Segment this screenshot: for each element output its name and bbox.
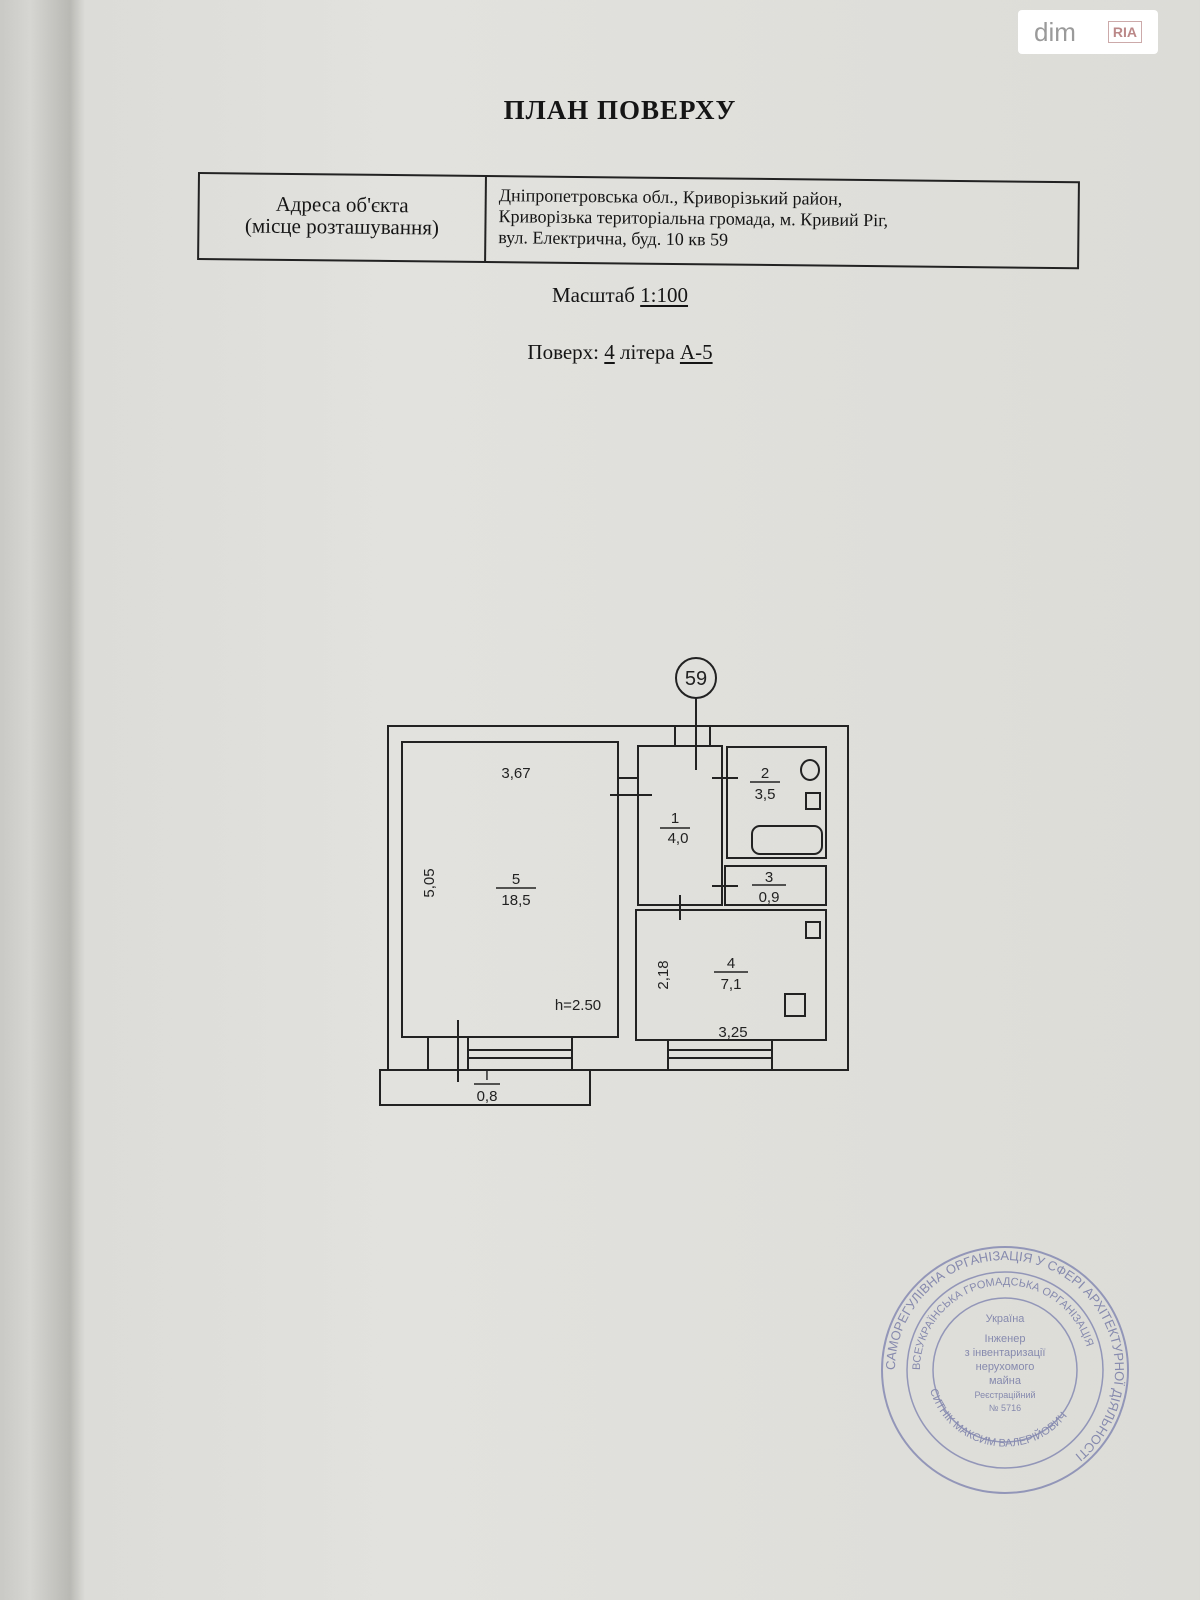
room-area: 7,1 bbox=[721, 976, 742, 993]
bathtub-icon bbox=[751, 825, 823, 855]
scale-line: Масштаб 1:100 bbox=[0, 283, 1200, 308]
room-area: 3,5 bbox=[755, 786, 776, 803]
scale-value: 1:100 bbox=[640, 283, 689, 307]
ceiling-height: h=2.50 bbox=[555, 997, 601, 1014]
dimension: 3,25 bbox=[718, 1024, 747, 1041]
dimension: 3,67 bbox=[501, 765, 530, 782]
outer-wall bbox=[387, 725, 849, 1071]
room-number: 2 bbox=[761, 765, 769, 782]
room-5 bbox=[401, 741, 619, 1038]
stamp-line: майна bbox=[989, 1375, 1022, 1387]
room-number: 4 bbox=[727, 955, 735, 972]
stamp-line: з інвентаризації bbox=[965, 1347, 1046, 1359]
page-title: ПЛАН ПОВЕРХУ bbox=[503, 95, 737, 125]
apartment-number: 59 bbox=[685, 668, 707, 690]
balcony bbox=[379, 1069, 591, 1106]
dimension: 5,05 bbox=[421, 868, 438, 897]
apartment-marker bbox=[675, 657, 717, 699]
floor-number: 4 bbox=[604, 340, 615, 364]
room-area: 4,0 bbox=[668, 830, 689, 847]
room-1 bbox=[637, 745, 723, 906]
sink-icon bbox=[805, 792, 821, 810]
toilet-icon bbox=[800, 759, 820, 781]
stamp-line: № 5716 bbox=[989, 1403, 1021, 1413]
letter-value: А-5 bbox=[679, 340, 713, 364]
room-area: 0,8 bbox=[477, 1088, 498, 1105]
room-area: 0,9 bbox=[759, 889, 780, 906]
room-number: 3 bbox=[765, 869, 773, 886]
dimria-watermark: dim RIA bbox=[1018, 10, 1158, 54]
dimension: 2,18 bbox=[655, 960, 672, 989]
letter-label: літера bbox=[620, 340, 675, 364]
stamp-line: Реєстраційний bbox=[974, 1390, 1035, 1400]
floor-label: Поверх: bbox=[527, 340, 600, 364]
scale-label: Масштаб bbox=[551, 283, 635, 307]
room-number: I bbox=[485, 1067, 489, 1084]
room-number: 5 bbox=[512, 871, 520, 888]
stamp: САМОРЕГУЛІВНА ОРГАНІЗАЦІЯ У СФЕРІ АРХІТЕ… bbox=[881, 1246, 1129, 1494]
stamp-line: Інженер bbox=[985, 1333, 1026, 1345]
watermark-ria: RIA bbox=[1107, 21, 1142, 43]
floor-line: Поверх: 4 літера А-5 bbox=[0, 340, 1200, 365]
watermark-dim: dim bbox=[1033, 16, 1076, 47]
stove-icon bbox=[784, 993, 806, 1017]
room-area: 18,5 bbox=[501, 892, 530, 909]
room-2 bbox=[726, 746, 827, 859]
stamp-line: нерухомого bbox=[976, 1361, 1035, 1373]
stamp-country: Україна bbox=[986, 1313, 1026, 1325]
kitchen-sink-icon bbox=[805, 921, 821, 939]
room-4 bbox=[635, 909, 827, 1041]
room-number: 1 bbox=[671, 810, 679, 827]
